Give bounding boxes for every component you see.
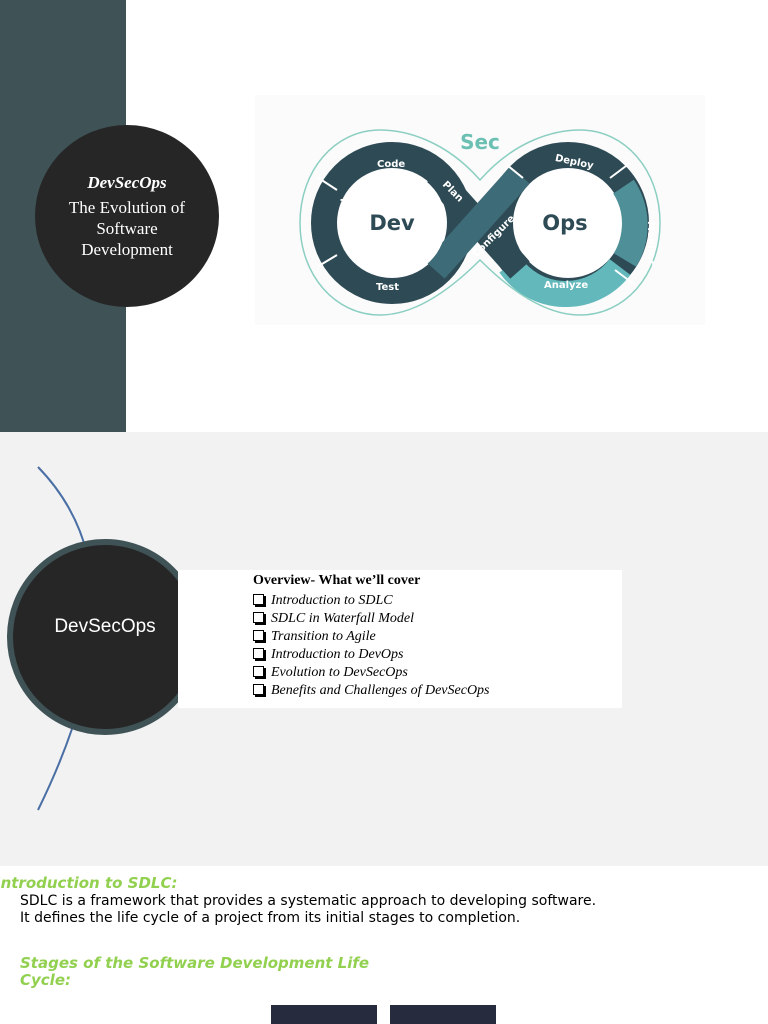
list-item: Introduction to SDLC: [253, 592, 490, 610]
checkbox-bullet-icon: [253, 593, 264, 605]
overview-list: Introduction to SDLC SDLC in Waterfall M…: [253, 592, 490, 700]
analyze-segment: [499, 257, 631, 307]
left-inner: [338, 169, 446, 277]
stage-test: Test: [376, 282, 399, 293]
title-subtitle: The Evolution of Software Development: [68, 197, 186, 259]
list-item-text: Benefits and Challenges of DevSecOps: [271, 683, 490, 698]
list-item: Evolution to DevSecOps: [253, 664, 490, 682]
stage-code: Code: [377, 159, 405, 170]
stage-build: Build: [340, 198, 351, 227]
list-item-text: Transition to Agile: [271, 629, 376, 644]
checkbox-bullet-icon: [253, 683, 264, 695]
checkbox-bullet-icon: [253, 665, 264, 677]
list-item-text: Evolution to DevSecOps: [271, 665, 408, 680]
list-item: Benefits and Challenges of DevSecOps: [253, 682, 490, 700]
devsecops-infinity-diagram: Sec Dev Ops Code Plan Build Test Configu…: [255, 95, 705, 325]
list-item: SDLC in Waterfall Model: [253, 610, 490, 628]
paragraph-line-1: SDLC is a framework that provides a syst…: [20, 893, 597, 909]
stage-monitor: Monitor: [645, 221, 656, 265]
slide-heading: Introduction to SDLC:: [0, 874, 178, 892]
ops-label: Ops: [542, 211, 587, 235]
paragraph-line-2: It defines the life cycle of a project f…: [20, 910, 521, 926]
list-item-text: Introduction to DevOps: [271, 647, 404, 662]
dev-label: Dev: [369, 211, 415, 235]
list-item: Transition to Agile: [253, 628, 490, 646]
sec-label: Sec: [460, 130, 500, 154]
list-item-text: SDLC in Waterfall Model: [271, 611, 414, 626]
title-slide: DevSecOps The Evolution of Software Deve…: [0, 0, 768, 432]
checkbox-bullet-icon: [253, 611, 264, 623]
cross-band-configure: [425, 166, 530, 279]
title-circle: DevSecOps The Evolution of Software Deve…: [35, 125, 219, 307]
sdlc-intro-slide: Introduction to SDLC: SDLC is a framewor…: [0, 866, 768, 1024]
list-item: Introduction to DevOps: [253, 646, 490, 664]
overview-slide: DevSecOps Overview- What we’ll cover Int…: [0, 432, 768, 866]
stages-subheading: Stages of the Software Development Life …: [20, 954, 370, 989]
logo-text: DevSecOps: [54, 616, 156, 637]
infinity-svg: Sec Dev Ops Code Plan Build Test Configu…: [299, 129, 661, 316]
segment-separators: [316, 162, 636, 286]
intro-paragraph: SDLC is a framework that provides a syst…: [20, 893, 720, 927]
list-item-text: Introduction to SDLC: [271, 593, 393, 608]
stage-analyze: Analyze: [544, 280, 588, 291]
outer-outline: [299, 129, 661, 316]
stage-block: [390, 1005, 496, 1024]
right-inner: [514, 169, 622, 277]
title-italic: DevSecOps: [87, 172, 167, 192]
overview-heading: Overview- What we’ll cover: [253, 573, 421, 588]
checkbox-bullet-icon: [253, 629, 264, 641]
overview-box: Overview- What we’ll cover Introduction …: [178, 570, 622, 708]
checkbox-bullet-icon: [253, 647, 264, 659]
stage-block: [271, 1005, 377, 1024]
monitor-segment: [611, 179, 648, 267]
